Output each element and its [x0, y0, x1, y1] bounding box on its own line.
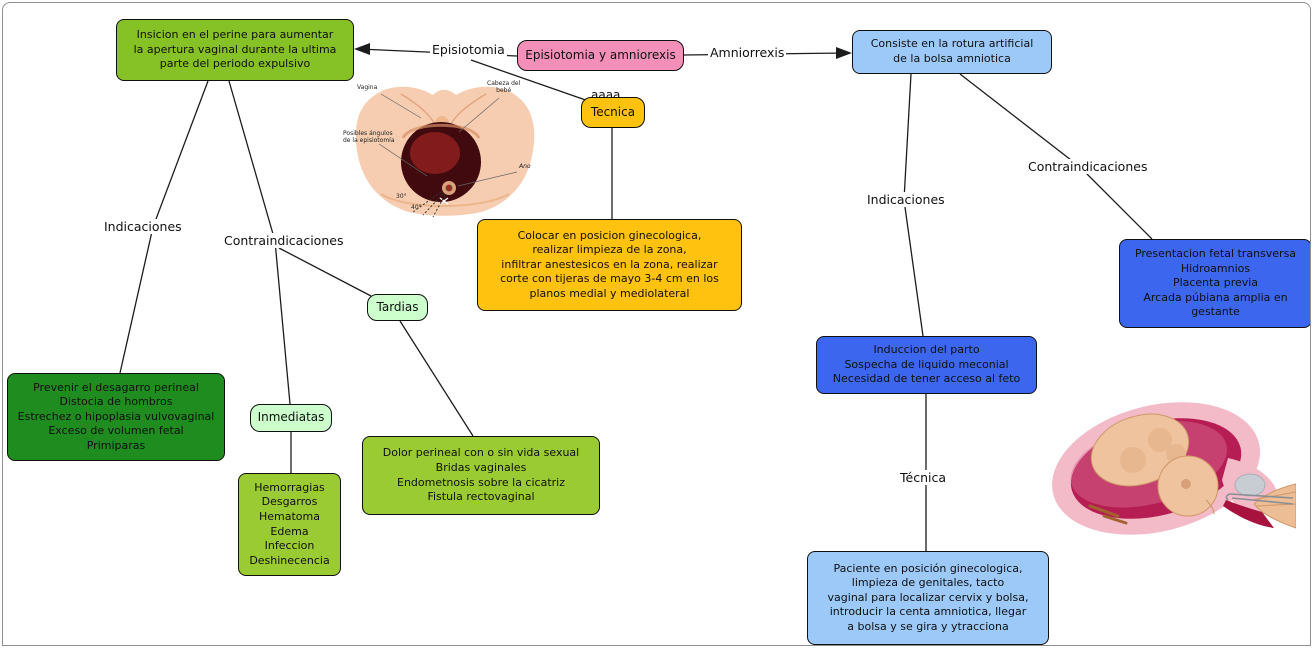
link-label-tecnica-right[interactable]: Técnica — [898, 470, 949, 485]
link-label-contraindicaciones-right[interactable]: Contraindicaciones — [1026, 159, 1150, 174]
node-indicaciones-episiotomia[interactable]: Prevenir el desagarro perineal Distocia … — [7, 373, 225, 461]
node-indicaciones-amniorrexis[interactable]: Induccion del parto Sospecha de liquido … — [816, 336, 1037, 394]
node-complicaciones-tardias[interactable]: Dolor perineal con o sin vida sexual Bri… — [362, 436, 600, 515]
node-contraindicaciones-amniorrexis[interactable]: Presentacion fetal transversa Hidroamnio… — [1119, 239, 1310, 328]
node-tecnica[interactable]: Tecnica — [581, 97, 645, 128]
angle-40-label: 40° — [411, 204, 422, 211]
episiotomy-anatomy-image[interactable]: Vagina Cabeza del bebé Posibles ángulos … — [341, 76, 546, 218]
link-label-indicaciones-right[interactable]: Indicaciones — [865, 192, 947, 207]
node-inmediatas[interactable]: Inmediatas — [250, 404, 332, 432]
link-label-indicaciones-left[interactable]: Indicaciones — [102, 219, 184, 234]
vagina-label: Vagina — [357, 84, 378, 91]
node-root-episiotomia-y-amniorexis[interactable]: Episiotomia y amniorexis — [517, 40, 684, 71]
amniotomy-fetus-image[interactable] — [1038, 388, 1297, 548]
episiotomy-anatomy-drawing — [355, 86, 535, 218]
amniotomy-fetus-drawing — [1052, 402, 1297, 535]
node-tardias[interactable]: Tardias — [367, 294, 428, 321]
link-label-amniorrexis[interactable]: Amniorrexis — [708, 45, 787, 60]
node-tecnica-detalle[interactable]: Colocar en posicion ginecologica, realiz… — [477, 219, 742, 311]
node-tecnica-amniorrexis[interactable]: Paciente en posición ginecologica, limpi… — [807, 551, 1049, 645]
link-label-episiotomia[interactable]: Episiotomia — [430, 42, 507, 57]
ano-label: Ano — [519, 163, 531, 170]
link-label-contraindicaciones-left[interactable]: Contraindicaciones — [222, 233, 346, 248]
node-amniorrexis-definition[interactable]: Consiste en la rotura artificial de la b… — [852, 30, 1052, 74]
node-episiotomia-definition[interactable]: Insicion en el perine para aumentar la a… — [116, 19, 354, 81]
angle-30-label: 30° — [396, 193, 407, 200]
node-complicaciones-inmediatas[interactable]: Hemorragias Desgarros Hematoma Edema Inf… — [238, 473, 341, 576]
episiotomy-angles-label: Posibles ángulos de la episiotomía — [343, 130, 395, 144]
connection-lines — [119, 43, 1153, 551]
baby-head-label: Cabeza del bebé — [487, 80, 521, 94]
